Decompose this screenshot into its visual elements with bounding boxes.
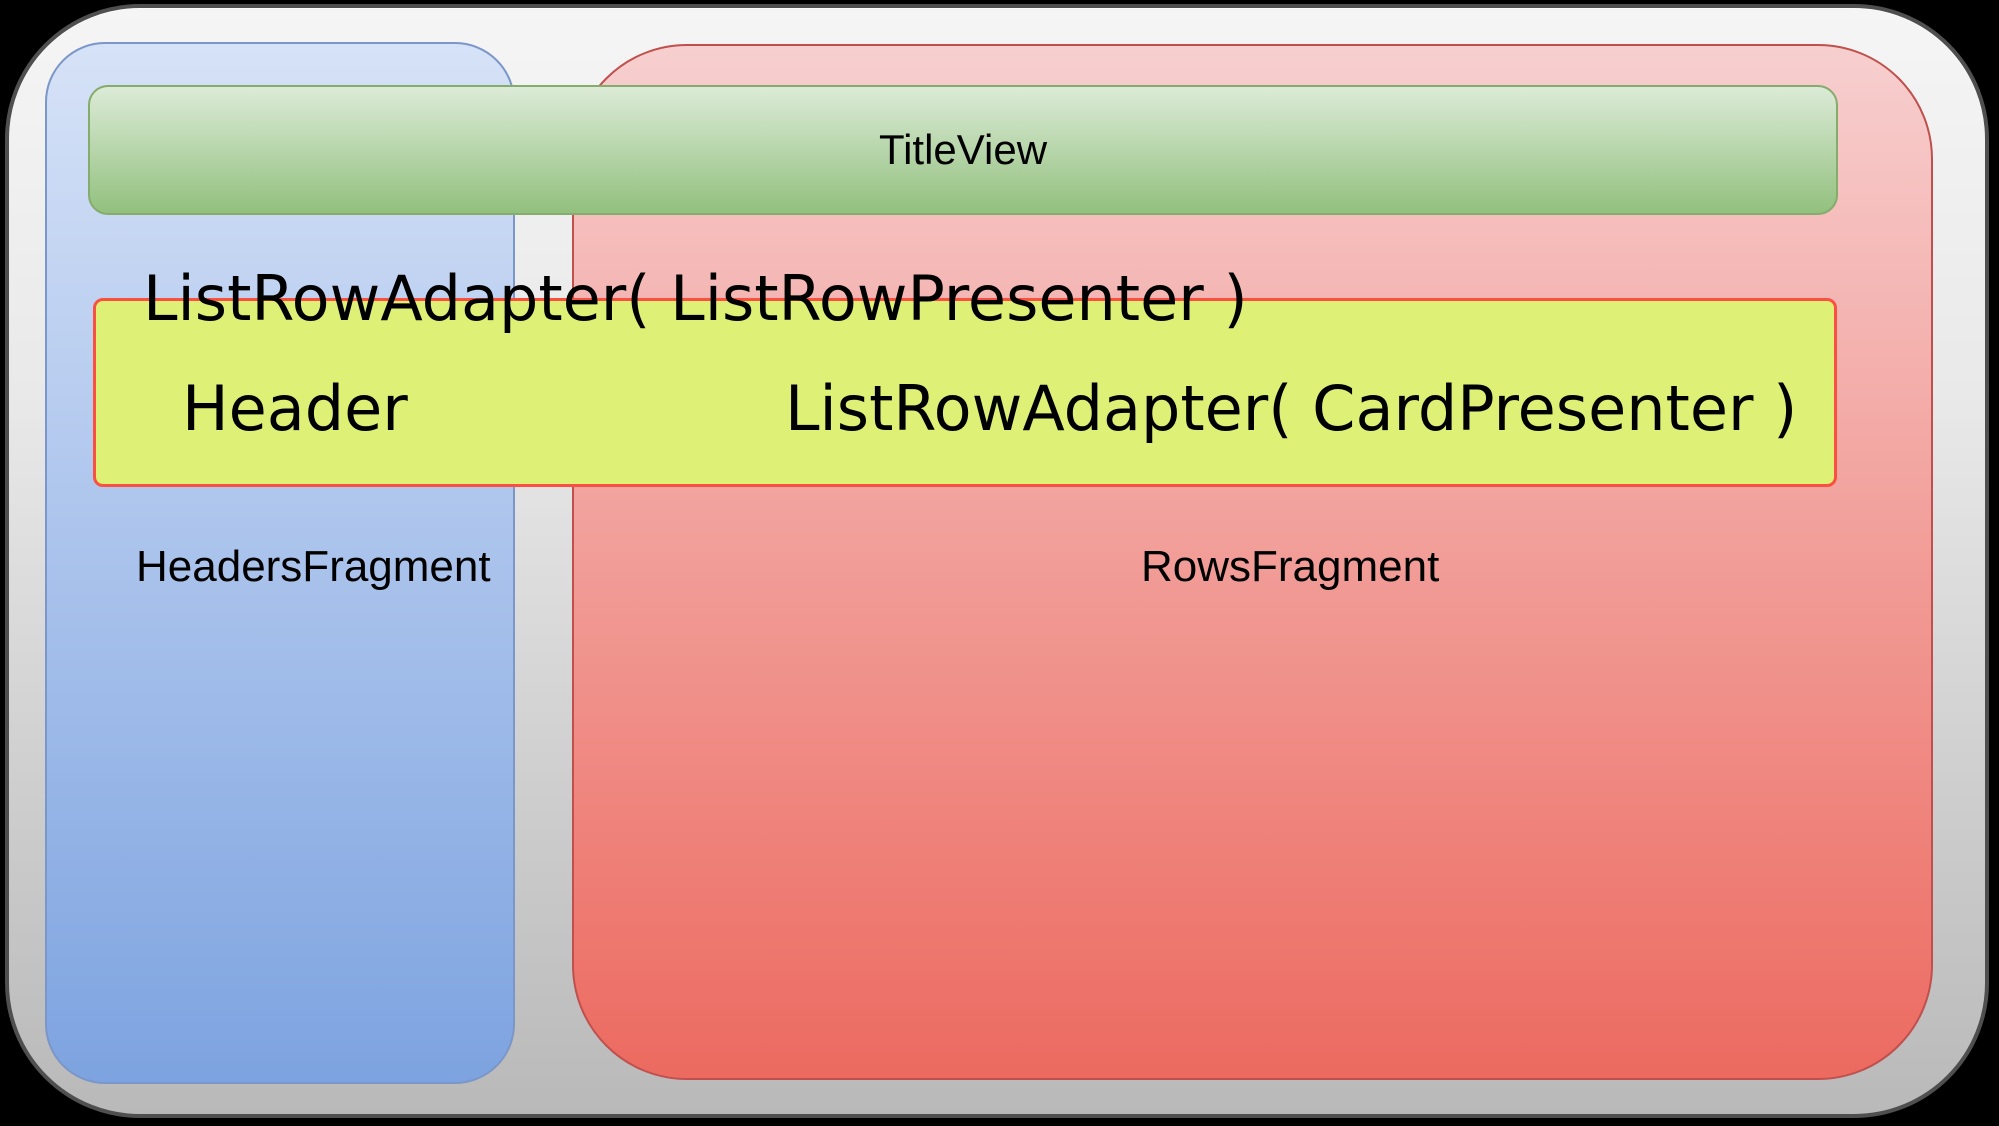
card-presenter-text: ListRowAdapter( CardPresenter ) bbox=[785, 372, 1798, 445]
headers-fragment-panel bbox=[45, 42, 515, 1084]
titleview-bar: TitleView bbox=[88, 85, 1838, 215]
rows-fragment-label: RowsFragment bbox=[1141, 542, 1440, 591]
rows-fragment-panel bbox=[572, 44, 1933, 1080]
headers-fragment-label: HeadersFragment bbox=[136, 542, 491, 591]
header-cell-label: Header bbox=[182, 372, 408, 445]
titleview-label: TitleView bbox=[878, 126, 1048, 173]
listrow-presenter-text: ListRowAdapter( ListRowPresenter ) bbox=[143, 262, 1248, 335]
listrow-adapter-band bbox=[93, 298, 1837, 487]
